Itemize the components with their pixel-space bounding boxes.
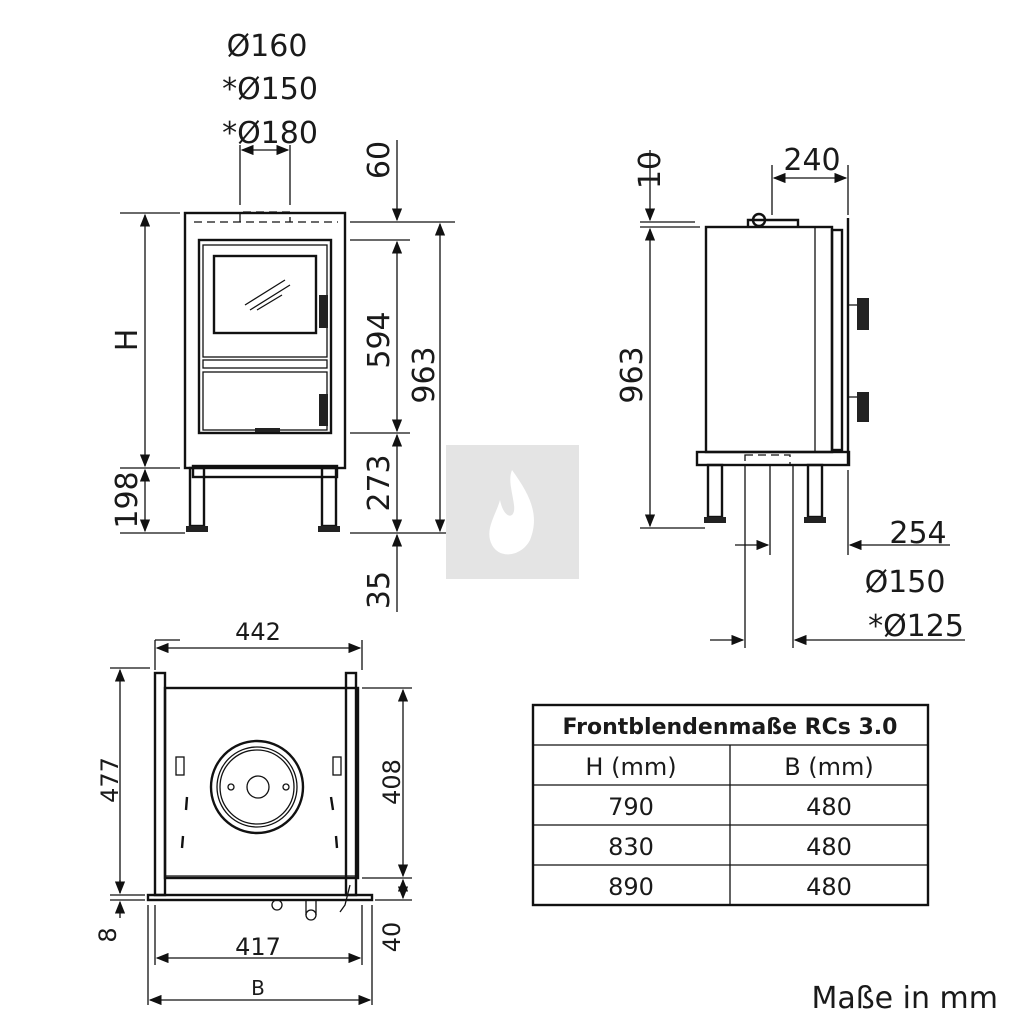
table-cell: 480 [806, 873, 852, 901]
dim-35: 35 [362, 571, 397, 609]
table-cell: 480 [806, 793, 852, 821]
door-handle [857, 298, 869, 330]
table-cell: 790 [608, 793, 654, 821]
rear-flue-diameter-alt: *Ø125 [868, 609, 964, 644]
flue-diameter-alt: *Ø150 [222, 72, 318, 107]
dim-408: 408 [378, 759, 406, 805]
ash-door-handle [319, 394, 328, 426]
dim-254: 254 [889, 516, 946, 551]
dim-417: 417 [235, 933, 281, 961]
leg [806, 463, 824, 519]
dim-594: 594 [362, 311, 397, 368]
table-title: Frontblendenmaße RCs 3.0 [563, 715, 898, 740]
dim-442: 442 [235, 618, 281, 646]
dim-b: B [251, 976, 265, 1000]
side-view: 10 963 240 254 Ø150 *Ø125 [615, 143, 965, 648]
dim-963: 963 [615, 346, 650, 403]
glass-window [212, 254, 318, 335]
table-header-b: B (mm) [784, 753, 874, 781]
flue-collar [209, 739, 305, 835]
dim-477: 477 [96, 757, 124, 803]
flame-icon [489, 470, 534, 555]
dim-60: 60 [362, 141, 397, 179]
dim-h: H [110, 329, 145, 352]
dim-273: 273 [362, 454, 397, 511]
table-cell: 480 [806, 833, 852, 861]
dim-10: 10 [633, 151, 668, 189]
flue-diameter: Ø160 [227, 29, 308, 64]
table-header-h: H (mm) [585, 753, 676, 781]
door-handle [319, 295, 328, 328]
dim-40: 40 [378, 922, 406, 953]
flue-diameter-alt: *Ø180 [222, 116, 318, 151]
dim-8: 8 [94, 927, 122, 942]
ash-door-handle [857, 392, 869, 422]
front-panel-dimensions-table: Frontblendenmaße RCs 3.0 H (mm) B (mm) 7… [531, 703, 930, 907]
front-view: Ø160 *Ø150 *Ø180 H 198 60 594 273 35 963 [110, 29, 455, 612]
table-cell: 890 [608, 873, 654, 901]
rear-flue-diameter: Ø150 [865, 565, 946, 600]
dim-240: 240 [783, 143, 840, 178]
table-cell: 830 [608, 833, 654, 861]
dim-963: 963 [407, 346, 442, 403]
dim-198: 198 [110, 471, 145, 528]
units-note: Maße in mm [812, 981, 999, 1016]
leg [706, 463, 724, 519]
brand-watermark [446, 445, 579, 579]
top-view: 442 477 8 408 40 417 B [94, 618, 412, 1006]
